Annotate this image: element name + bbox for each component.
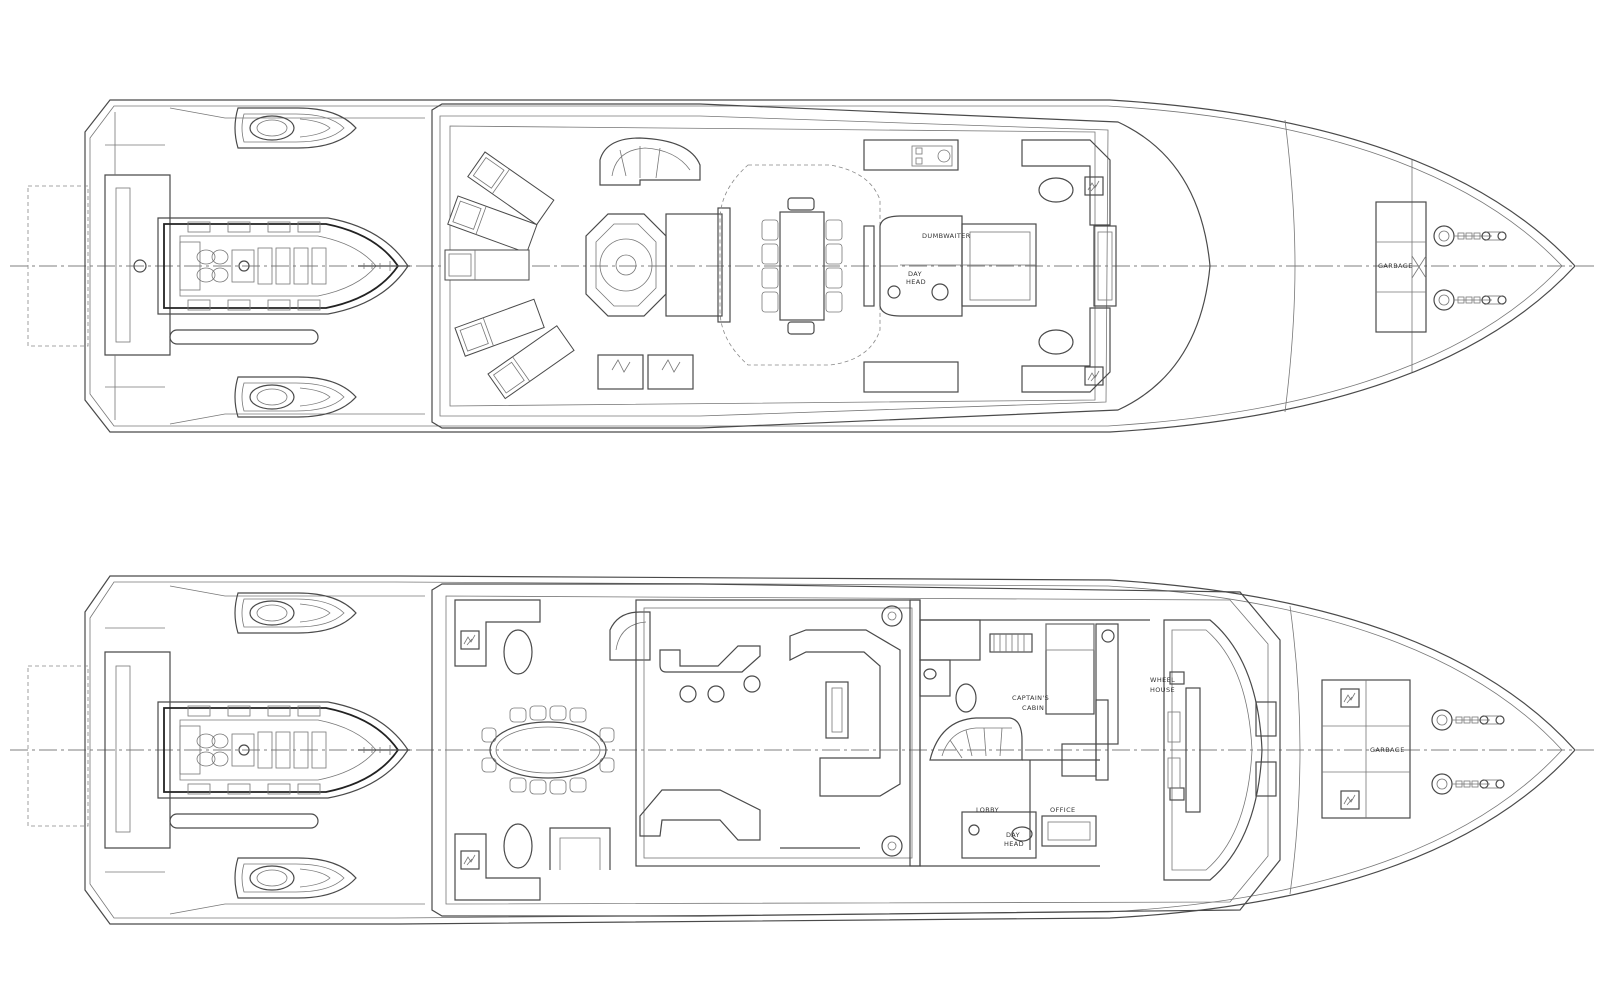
wheel-house-label-1: WHEEL [1150, 676, 1175, 684]
upper-dumbwaiter-label: DUMBWAITER [922, 232, 971, 240]
lobby-label: LOBBY [976, 806, 999, 814]
captains-cabin-label-2: CABIN [1022, 704, 1044, 712]
upper-deck-plan: DUMBWAITER DAY HEAD GARBAGE [10, 99, 1595, 433]
captains-cabin-label-1: CAPTAIN'S [1012, 694, 1049, 702]
office-label: OFFICE [1050, 806, 1076, 814]
upper-day-head-label-2: HEAD [906, 278, 926, 286]
main-deck-plan: CAPTAIN'S CABIN WHEEL HOUSE LOBBY OFFICE… [10, 575, 1595, 925]
main-day-head-label-2: HEAD [1004, 840, 1024, 848]
wheel-house-label-2: HOUSE [1150, 686, 1175, 694]
upper-garbage-label: GARBAGE [1378, 262, 1413, 270]
main-day-head-label-1: DAY [1006, 831, 1020, 839]
upper-day-head-label-1: DAY [908, 270, 922, 278]
main-garbage-label: GARBAGE [1370, 746, 1405, 754]
